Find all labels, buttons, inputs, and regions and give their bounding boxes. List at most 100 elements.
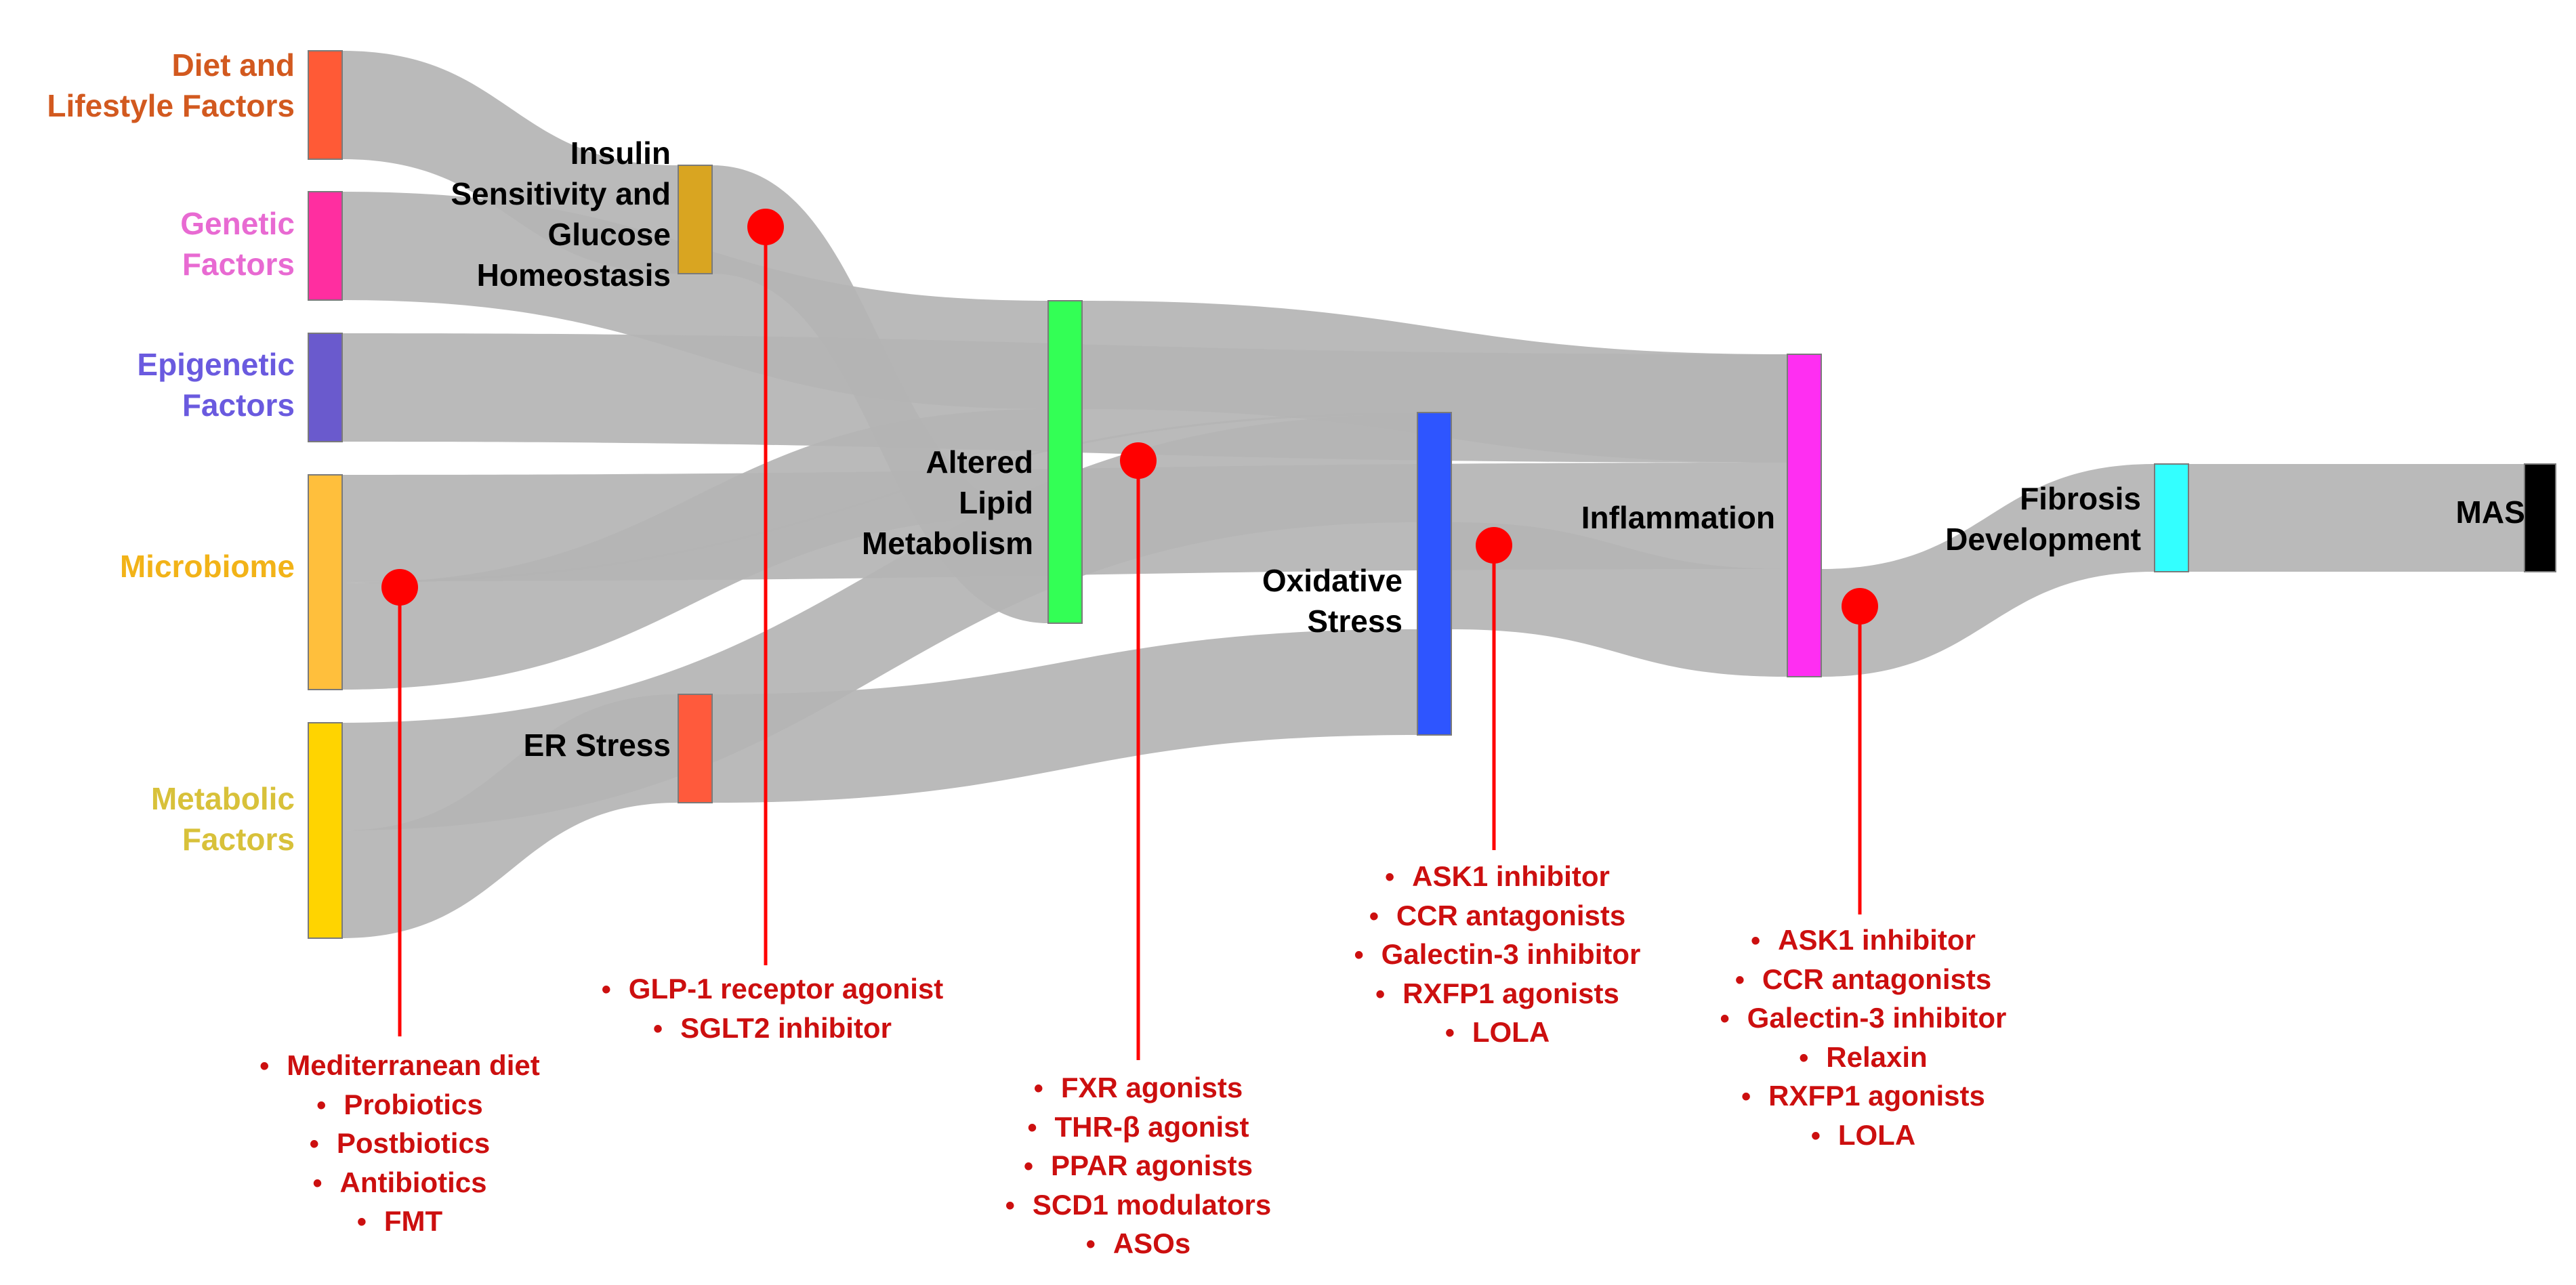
- intervention-item: •Postbiotics: [196, 1124, 603, 1164]
- intervention-text: Galectin-3 inhibitor: [1381, 938, 1641, 970]
- flow-link-fibrosis-to-mash: [2188, 464, 2525, 572]
- flow-link-er-to-oxidative: [712, 629, 1417, 803]
- node-label-insulin-line-4: Homeostasis: [476, 257, 671, 293]
- node-bar-oxidative: [1417, 412, 1452, 736]
- intervention-text: Galectin-3 inhibitor: [1747, 1002, 2007, 1034]
- bullet-glyph: •: [1751, 926, 1761, 956]
- node-label-mash-line-1: MASH: [2455, 494, 2548, 530]
- node-label-insulin: Insulin Sensitivity and Glucose Homeosta…: [339, 133, 671, 295]
- node-label-inflammation: Inflammation: [1491, 497, 1775, 538]
- node-label-mash: MASH: [2338, 492, 2548, 532]
- bullet-glyph: •: [653, 1013, 663, 1044]
- intervention-item: • ASK1 inhibitor: [1653, 921, 2073, 961]
- node-label-microbiome-line-1: Microbiome: [119, 549, 295, 584]
- bullet-glyph: •: [601, 975, 611, 1005]
- intervention-item: • FXR agonists: [935, 1069, 1342, 1108]
- intervention-item: • ASK1 inhibitor: [1287, 858, 1707, 897]
- flow-link-oxidative-to-inflammation: [1451, 522, 1787, 677]
- intervention-text: ASK1 inhibitor: [1778, 924, 1976, 956]
- intervention-item: •Antibiotics: [196, 1164, 603, 1203]
- marker-dot-microbiome: [381, 569, 418, 606]
- intervention-text: FMT: [383, 1205, 443, 1237]
- marker-dot-insulin: [747, 209, 784, 245]
- node-label-epigenetic-line-2: Factors: [182, 387, 295, 423]
- flow-link-inflammation-to-fibrosis: [1821, 464, 2155, 677]
- intervention-text: SGLT2 inhibitor: [680, 1011, 892, 1044]
- intervention-item: •SCD1 modulators: [935, 1186, 1342, 1225]
- flow-link-insulin-to-lipid: [712, 165, 1048, 623]
- intervention-item: • RXFP1 agonists: [1653, 1077, 2073, 1116]
- bullet-glyph: •: [1810, 1120, 1821, 1151]
- bullet-glyph: •: [1734, 965, 1745, 995]
- intervention-text: Postbiotics: [336, 1127, 491, 1159]
- marker-dot-oxidative: [1476, 527, 1512, 564]
- node-label-metabolic-line-2: Factors: [182, 822, 295, 857]
- node-label-er-stress: ER Stress: [407, 725, 671, 765]
- bullet-glyph: •: [1033, 1074, 1043, 1103]
- intervention-text: LOLA: [1837, 1118, 1916, 1151]
- intervention-item: •Relaxin: [1653, 1038, 2073, 1078]
- intervention-text: CCR antagonists: [1762, 963, 1992, 995]
- node-bar-genetic: [308, 191, 343, 301]
- node-label-insulin-line-2: Sensitivity and: [451, 176, 671, 211]
- node-label-fibrosis-line-1: Fibrosis: [2020, 481, 2141, 516]
- intervention-list-microbiome: •Mediterranean diet •Probiotics •Postbio…: [196, 1047, 603, 1242]
- intervention-item: • SGLT2 inhibitor: [535, 1009, 1010, 1049]
- node-label-lipid-line-1: Altered: [926, 444, 1033, 480]
- node-label-diet-line-2: Lifestyle Factors: [47, 88, 295, 123]
- bullet-glyph: •: [1354, 940, 1364, 970]
- intervention-item: • RXFP1 agonists: [1287, 975, 1707, 1014]
- node-bar-er: [678, 694, 713, 803]
- node-label-epigenetic: Epigenetic Factors: [0, 344, 295, 425]
- node-bar-microbiome: [308, 474, 343, 690]
- bullet-glyph: •: [1005, 1190, 1015, 1221]
- intervention-text: RXFP1 agonists: [1768, 1080, 1985, 1112]
- intervention-markers: [381, 209, 1878, 1060]
- intervention-item: •FMT: [196, 1202, 603, 1242]
- bullet-glyph: •: [1385, 862, 1395, 892]
- intervention-item: • CCR antagonists: [1653, 961, 2073, 1000]
- intervention-item: •LOLA: [1287, 1013, 1707, 1053]
- intervention-text: ASK1 inhibitor: [1412, 860, 1610, 892]
- node-label-genetic-line-1: Genetic: [180, 206, 295, 241]
- bullet-glyph: •: [1027, 1112, 1037, 1143]
- intervention-item: •Mediterranean diet: [196, 1047, 603, 1086]
- node-label-microbiome: Microbiome: [0, 546, 295, 587]
- intervention-list-insulin: •GLP-1 receptor agonist •SGLT2 inhibitor: [535, 970, 1010, 1048]
- node-label-oxidative: Oxidative Stress: [1118, 560, 1403, 641]
- intervention-item: • CCR antagonists: [1287, 897, 1707, 936]
- node-bar-insulin: [678, 165, 713, 274]
- intervention-text: FXR agonists: [1060, 1072, 1243, 1103]
- intervention-item: •Probiotics: [196, 1086, 603, 1125]
- node-label-oxidative-line-2: Stress: [1307, 604, 1403, 639]
- intervention-text: CCR antagonists: [1396, 899, 1626, 931]
- flow-link-metabolic-to-er: [342, 694, 678, 938]
- node-label-epigenetic-line-1: Epigenetic: [137, 347, 295, 382]
- bullet-glyph: •: [1369, 901, 1379, 931]
- intervention-list-lipid: •FXR agonists •THR-β agonist •PPAR agoni…: [935, 1069, 1342, 1264]
- node-label-diet-line-1: Diet and: [171, 47, 295, 83]
- flow-link-microbiome-to-lipid: [342, 409, 1048, 690]
- intervention-item: • Galectin-3 inhibitor: [1653, 999, 2073, 1038]
- bullet-glyph: •: [1445, 1018, 1455, 1048]
- intervention-text: Mediterranean diet: [287, 1049, 540, 1081]
- node-bar-fibrosis: [2154, 463, 2189, 572]
- intervention-text: RXFP1 agonists: [1403, 977, 1619, 1009]
- bullet-glyph: •: [1375, 979, 1386, 1009]
- node-label-lipid-line-2: Lipid: [959, 485, 1033, 520]
- bullet-glyph: •: [1720, 1004, 1730, 1034]
- intervention-text: THR-β agonist: [1054, 1110, 1249, 1143]
- node-label-metabolic: Metabolic Factors: [0, 778, 295, 860]
- bullet-glyph: •: [312, 1168, 323, 1198]
- flow-nodes: [308, 50, 2556, 939]
- intervention-item: • THR-β agonist: [935, 1108, 1342, 1147]
- bullet-glyph: •: [1741, 1082, 1751, 1112]
- intervention-item: • LOLA: [1653, 1116, 2073, 1156]
- node-label-insulin-line-3: Glucose: [547, 217, 671, 252]
- node-bar-metabolic: [308, 722, 343, 939]
- intervention-text: ASOs: [1113, 1227, 1191, 1259]
- node-label-diet: Diet and Lifestyle Factors: [0, 45, 295, 126]
- node-label-er-stress-line-1: ER Stress: [523, 728, 671, 763]
